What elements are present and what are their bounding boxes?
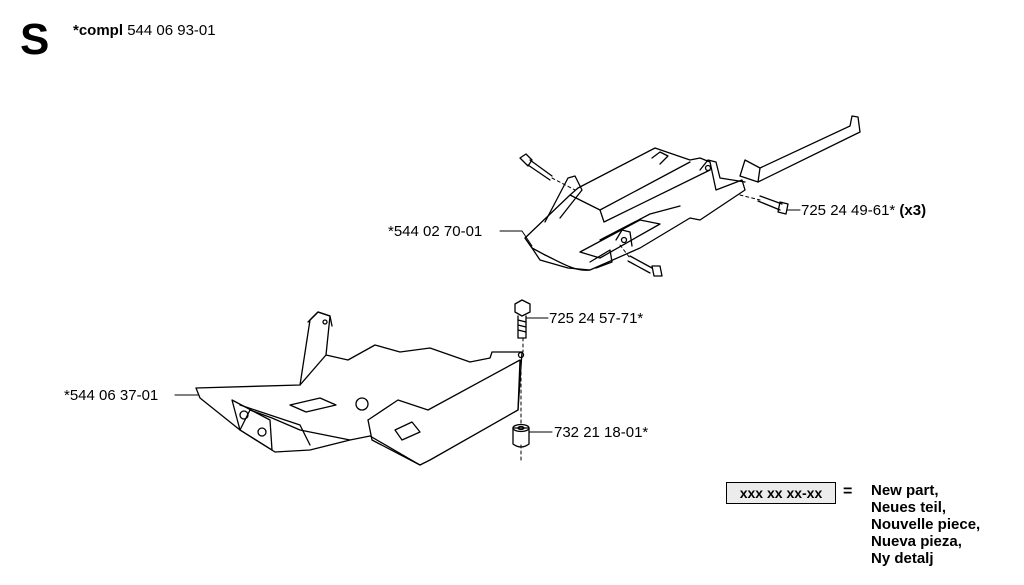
callout-upper-bracket: *544 02 70-01	[388, 223, 483, 240]
callout-upper-bolt-qty: (x3)	[899, 202, 927, 219]
lower-bracket	[195, 311, 525, 466]
section-letter: S	[20, 15, 50, 64]
bolt-upper-right	[757, 195, 789, 215]
legend-line: Nueva pieza,	[871, 533, 962, 550]
legend-equals: =	[843, 483, 853, 500]
compl-label: *compl	[73, 22, 124, 39]
bolt-lower	[514, 299, 531, 339]
legend-line: New part,	[871, 482, 939, 499]
spacer-nut	[512, 423, 530, 448]
compl-number: 544 06 93-01	[127, 22, 216, 39]
callout-upper-bolt-number: 725 24 49-61*	[801, 202, 896, 219]
callout-upper-bolt: 725 24 49-61* (x3)	[801, 203, 926, 218]
legend-line: Neues teil,	[871, 499, 947, 516]
upper-bracket	[524, 115, 861, 271]
callout-spacer: 732 21 18-01*	[554, 424, 649, 441]
bolt-upper-left	[519, 153, 553, 181]
legend-text: New part, Neues teil, Nouvelle piece, Nu…	[871, 482, 980, 567]
bolt-upper-bottom	[627, 255, 663, 277]
leader-lines	[174, 209, 801, 433]
callout-lower-bracket: *544 06 37-01	[64, 387, 159, 404]
legend-line: Ny detalj	[871, 550, 934, 567]
legend-line: Nouvelle piece,	[871, 516, 981, 533]
callout-lower-bolt: 725 24 57-71*	[549, 310, 644, 327]
complete-assembly-number: *compl 544 06 93-01	[73, 22, 216, 39]
legend-part-number-box: xxx xx xx-xx	[726, 482, 836, 504]
